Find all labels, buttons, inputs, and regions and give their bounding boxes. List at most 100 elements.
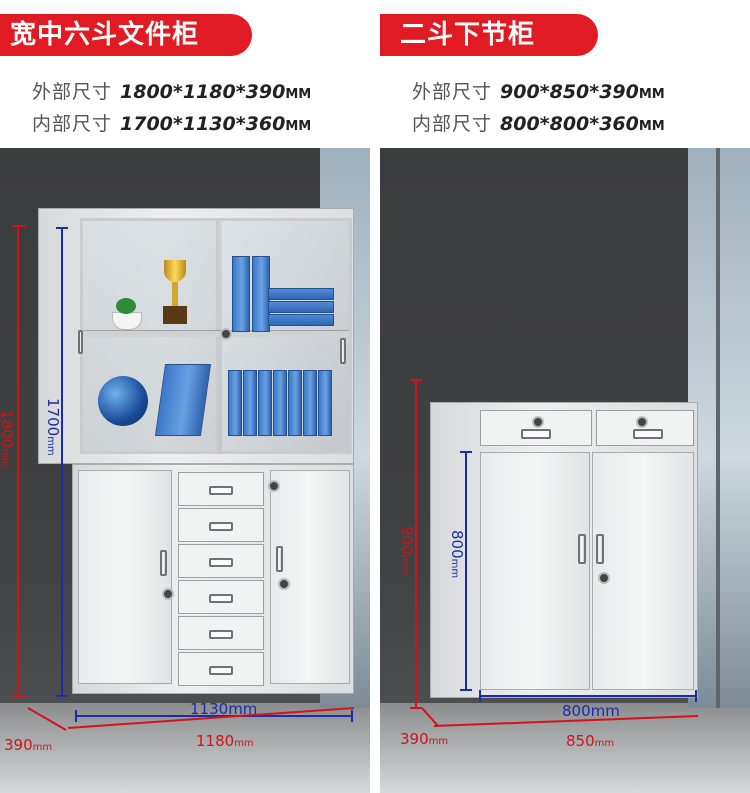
drawer-pull[interactable] bbox=[209, 630, 233, 639]
outer-height-unit: mm bbox=[0, 448, 10, 468]
drawer-pull[interactable] bbox=[209, 666, 233, 675]
depth-label: 390mm bbox=[4, 736, 52, 754]
left-internal-label: 内部尺寸 bbox=[32, 113, 113, 135]
inner-width-unit: mm bbox=[228, 700, 258, 718]
drawer-pull[interactable] bbox=[209, 594, 233, 603]
binder bbox=[268, 301, 334, 313]
depth-value: 390 bbox=[4, 736, 33, 754]
left-internal-value: 1700*1130*360 bbox=[120, 113, 286, 135]
drawer-pull[interactable] bbox=[209, 522, 233, 531]
drawer-6[interactable] bbox=[178, 652, 264, 686]
inner-width-value: 800 bbox=[562, 702, 591, 720]
right-door-lock-icon[interactable] bbox=[278, 578, 290, 590]
outer-width-unit: mm bbox=[234, 738, 254, 749]
drawer-pull[interactable] bbox=[521, 429, 551, 439]
inner-width-label: 800mm bbox=[562, 702, 620, 720]
right-title-badge: 二斗下节柜 bbox=[380, 14, 598, 56]
binder bbox=[258, 370, 272, 436]
right-external-unit: MM bbox=[638, 87, 665, 102]
globe-icon bbox=[98, 376, 148, 426]
glass-door-handle[interactable] bbox=[78, 330, 83, 354]
left-internal-unit: MM bbox=[285, 119, 312, 134]
drawer-1[interactable] bbox=[178, 472, 264, 506]
drawer-5[interactable] bbox=[178, 616, 264, 650]
drawer-pull[interactable] bbox=[209, 558, 233, 567]
binder bbox=[243, 370, 257, 436]
right-internal-unit: MM bbox=[638, 119, 665, 134]
left-door-handle[interactable] bbox=[160, 550, 167, 576]
right-internal-label: 内部尺寸 bbox=[412, 113, 493, 135]
outer-height-value: 1800 bbox=[0, 410, 16, 449]
left-external-value: 1800*1180*390 bbox=[120, 81, 286, 103]
inner-width-label: 1130mm bbox=[190, 700, 257, 718]
inner-height-unit: mm bbox=[45, 436, 56, 456]
right-external-label: 外部尺寸 bbox=[412, 81, 493, 103]
right-internal-value: 800*800*360 bbox=[500, 113, 639, 135]
binder bbox=[288, 370, 302, 436]
drawer-pull[interactable] bbox=[633, 429, 663, 439]
left-internal-size: 内部尺寸 1700*1130*360MM bbox=[32, 110, 311, 138]
left-door-lock-icon[interactable] bbox=[162, 588, 174, 600]
depth-value: 390 bbox=[400, 730, 429, 748]
outer-width-label: 850mm bbox=[566, 732, 614, 750]
left-cabinet-door[interactable] bbox=[78, 470, 172, 684]
inner-width-value: 1130 bbox=[190, 700, 229, 718]
floor bbox=[380, 703, 750, 793]
outer-width-label: 1180mm bbox=[196, 732, 254, 750]
left-scene: 1800mm 1700mm 1130mm 1180mm 390mm bbox=[0, 148, 370, 793]
drawer-lock-icon[interactable] bbox=[268, 480, 280, 492]
depth-unit: mm bbox=[32, 742, 53, 753]
inner-height-label: 1700mm bbox=[44, 398, 62, 456]
binder bbox=[268, 314, 334, 326]
binder bbox=[228, 370, 242, 436]
glass-cabinet-shelf bbox=[83, 330, 349, 337]
outer-height-label: 1800mm bbox=[0, 410, 16, 468]
right-door-handle[interactable] bbox=[596, 534, 604, 564]
left-door-handle[interactable] bbox=[578, 534, 586, 564]
right-external-size: 外部尺寸 900*850*390MM bbox=[412, 78, 665, 106]
binder bbox=[273, 370, 287, 436]
glass-door-lock-icon[interactable] bbox=[220, 328, 232, 340]
drawer-3[interactable] bbox=[178, 544, 264, 578]
window-frame bbox=[716, 148, 720, 708]
right-internal-size: 内部尺寸 800*800*360MM bbox=[412, 110, 665, 138]
left-external-unit: MM bbox=[285, 87, 312, 102]
inner-height-unit: mm bbox=[449, 558, 460, 579]
drawer-2[interactable] bbox=[178, 508, 264, 542]
drawer-4[interactable] bbox=[178, 580, 264, 614]
outer-height-unit: mm bbox=[399, 554, 410, 575]
right-cabinet-door[interactable] bbox=[270, 470, 350, 684]
inner-width-unit: mm bbox=[590, 702, 620, 720]
trophy-icon bbox=[160, 260, 190, 326]
glass-door-handle[interactable] bbox=[340, 338, 346, 364]
right-door-handle[interactable] bbox=[276, 546, 283, 572]
outer-height-value: 900 bbox=[398, 526, 416, 555]
door-lock-icon[interactable] bbox=[598, 572, 610, 584]
left-external-size: 外部尺寸 1800*1180*390MM bbox=[32, 78, 311, 106]
outer-width-unit: mm bbox=[594, 738, 615, 749]
depth-unit: mm bbox=[428, 736, 449, 747]
right-drawer-lock-icon[interactable] bbox=[636, 416, 648, 428]
binder bbox=[303, 370, 317, 436]
binder bbox=[232, 256, 250, 332]
left-drawer-lock-icon[interactable] bbox=[532, 416, 544, 428]
drawer-pull[interactable] bbox=[209, 486, 233, 495]
left-dimension-lines bbox=[12, 225, 355, 731]
right-external-value: 900*850*390 bbox=[500, 81, 639, 103]
right-dimension-lines bbox=[410, 379, 699, 727]
outer-width-value: 1180 bbox=[196, 732, 235, 750]
inner-height-value: 1700 bbox=[44, 398, 62, 437]
inner-height-value: 800 bbox=[448, 530, 466, 559]
binder bbox=[268, 288, 334, 300]
left-door[interactable] bbox=[480, 452, 590, 690]
inner-height-label: 800mm bbox=[448, 530, 466, 578]
left-title-badge: 宽中六斗文件柜 bbox=[0, 14, 252, 56]
right-door[interactable] bbox=[592, 452, 694, 690]
left-external-label: 外部尺寸 bbox=[32, 81, 113, 103]
binder bbox=[318, 370, 332, 436]
outer-width-value: 850 bbox=[566, 732, 595, 750]
